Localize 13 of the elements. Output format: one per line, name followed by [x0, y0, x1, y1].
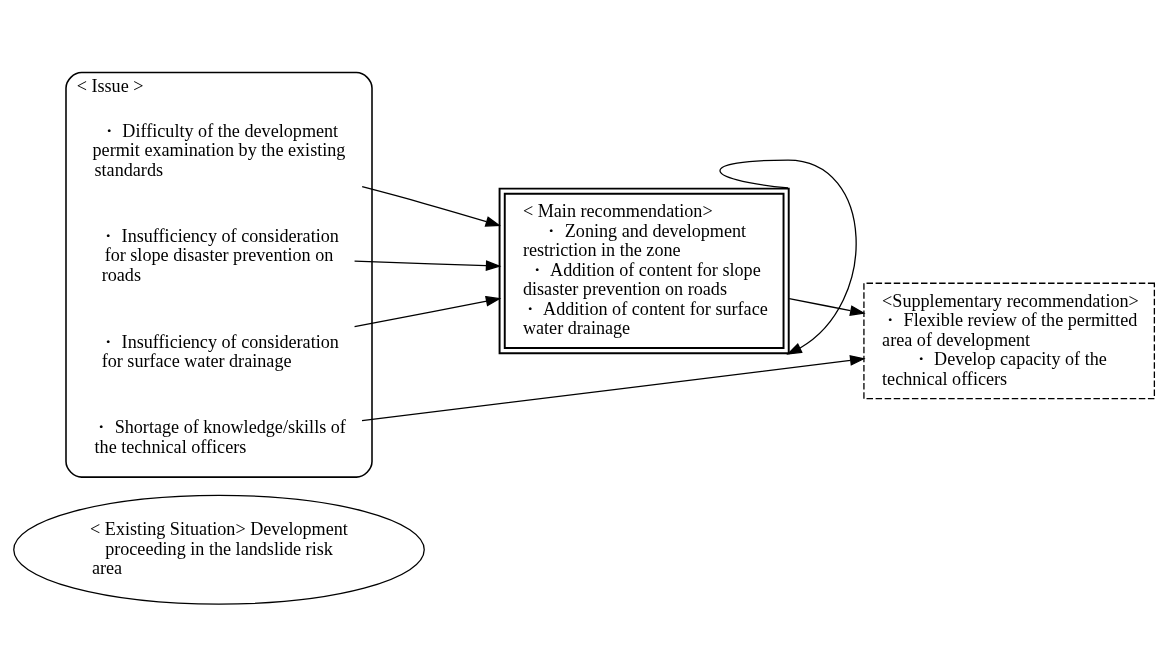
arrow	[361, 355, 866, 422]
node-ellipse: < Existing Situation> Development proceeding in the landslide risk area	[13, 494, 425, 605]
node-text: ・ Shortage of knowledge/skills of the technical officers	[92, 417, 346, 457]
node-text: ・ Difficulty of the development permit examination by the existing standards	[92, 121, 346, 180]
node-box: < Main recommendation> ・ Zoning and development restriction in the zone ・ Addition of content for slope disaster prevention on roads ・ Addition of content for surface water drainage	[498, 187, 790, 355]
arrow	[353, 295, 502, 328]
arrow	[361, 186, 502, 227]
arrow	[788, 298, 866, 316]
arrow	[719, 159, 857, 355]
node-box: <Supplementary recommendation> ・ Flexible review of the permitted area of development ・ Develop capacity of the technical officers	[863, 282, 1155, 400]
node-text: ・ Insufficiency of consideration for surface water drainage	[99, 331, 339, 372]
node-text: ・ Insufficiency of consideration for slope disaster prevention on roads	[99, 226, 339, 285]
arrow	[353, 260, 502, 272]
